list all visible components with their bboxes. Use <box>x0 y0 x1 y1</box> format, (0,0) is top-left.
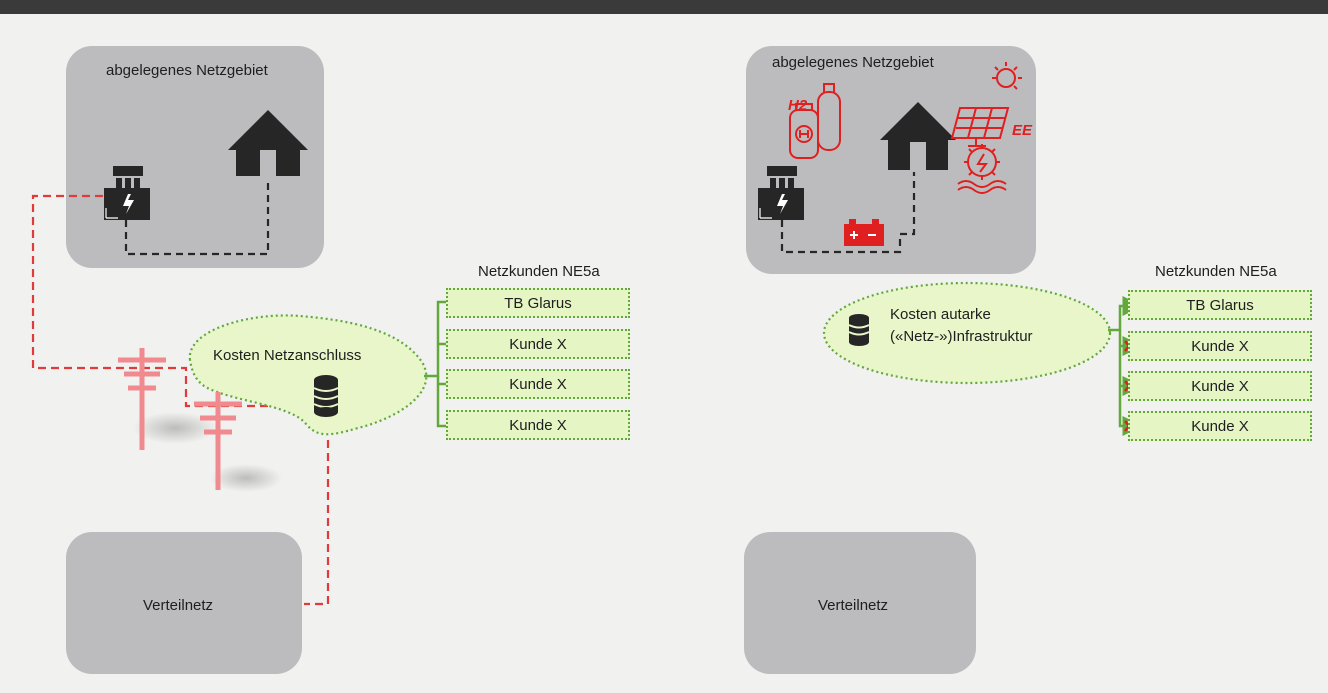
cost-label-right-line1: Kosten autarke <box>890 306 991 323</box>
hydrogen-label: H2 <box>788 97 808 114</box>
battery-icon <box>844 219 884 246</box>
coin-stack-icon <box>313 375 339 417</box>
cost-label-right-line2: («Netz-»)Infrastruktur <box>890 328 1033 345</box>
house-icon <box>228 110 308 176</box>
solar-panel-icon <box>950 62 1022 147</box>
customer-box: TB Glarus <box>446 288 630 318</box>
customer-box: Kunde X <box>1128 331 1312 361</box>
internal-connection-left <box>124 178 270 256</box>
distribution-grid-box-right <box>744 532 976 674</box>
customers-title-right: Netzkunden NE5a <box>1155 263 1277 280</box>
hydro-power-icon <box>957 144 1007 194</box>
coin-stack-icon <box>848 314 870 346</box>
transformer-icon <box>758 166 804 220</box>
house-icon <box>880 102 956 170</box>
distribution-grid-box-left <box>66 532 302 674</box>
customer-box: Kunde X <box>1128 371 1312 401</box>
cost-label-left: Kosten Netzanschluss <box>213 347 362 364</box>
customer-connectors-left <box>424 292 469 436</box>
cost-blob-right <box>822 281 1112 385</box>
customer-box: TB Glarus <box>1128 290 1312 320</box>
power-pole-icon <box>118 348 166 450</box>
renewable-energy-label: EE <box>1012 122 1033 139</box>
remote-area-label-left: abgelegenes Netzgebiet <box>106 62 268 79</box>
grid-connection-line-down <box>304 440 330 606</box>
internal-connection-right <box>780 172 916 254</box>
customer-box: Kunde X <box>1128 411 1312 441</box>
customer-connectors-right <box>1108 296 1143 436</box>
remote-area-label-right: abgelegenes Netzgebiet <box>772 54 934 71</box>
top-bar <box>0 0 1328 14</box>
cost-blob-left <box>188 314 428 436</box>
power-pole-icon <box>194 392 242 490</box>
hydrogen-tank-icon <box>789 83 841 159</box>
transformer-icon <box>104 166 150 220</box>
customer-box: Kunde X <box>446 329 630 359</box>
distribution-grid-label-right: Verteilnetz <box>818 597 889 614</box>
customer-box: Kunde X <box>446 369 630 399</box>
distribution-grid-label-left: Verteilnetz <box>143 597 214 614</box>
customer-box: Kunde X <box>446 410 630 440</box>
customers-title-left: Netzkunden NE5a <box>478 263 600 280</box>
